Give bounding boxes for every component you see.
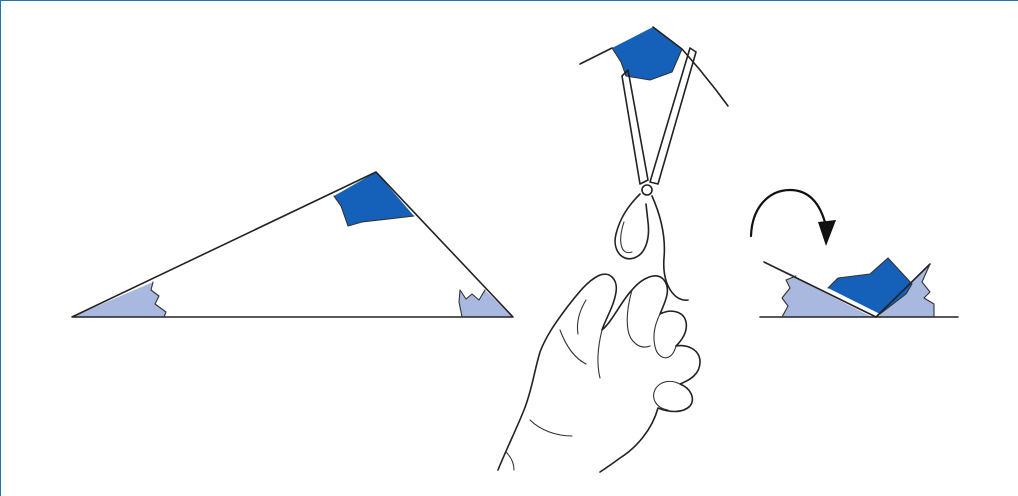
- top-corner-shaded: [334, 172, 414, 226]
- cutting-panel: [497, 26, 729, 473]
- triangle-outline: [71, 171, 514, 318]
- top-tear-line: [333, 195, 415, 227]
- cut-corner-tear: [611, 47, 683, 81]
- scissors-icon: [614, 47, 697, 301]
- left-edge-line: [763, 261, 877, 318]
- cut-corner-piece: [612, 27, 682, 80]
- right-corner-shaded: [459, 290, 513, 317]
- hand-icon: [497, 273, 701, 473]
- arrow-head: [818, 220, 836, 246]
- right-edge-line: [875, 263, 931, 318]
- paper-edge-left: [579, 47, 613, 65]
- paper-edge-right: [652, 26, 729, 107]
- left-tear-line: [150, 281, 167, 318]
- curved-arrow-icon: [749, 188, 828, 238]
- left-corner-shaded: [72, 282, 166, 317]
- placed-middle-corner: [828, 258, 912, 314]
- rearranged-panel: [749, 188, 959, 318]
- right-tear-line: [458, 289, 486, 318]
- triangle-panel: [71, 171, 514, 318]
